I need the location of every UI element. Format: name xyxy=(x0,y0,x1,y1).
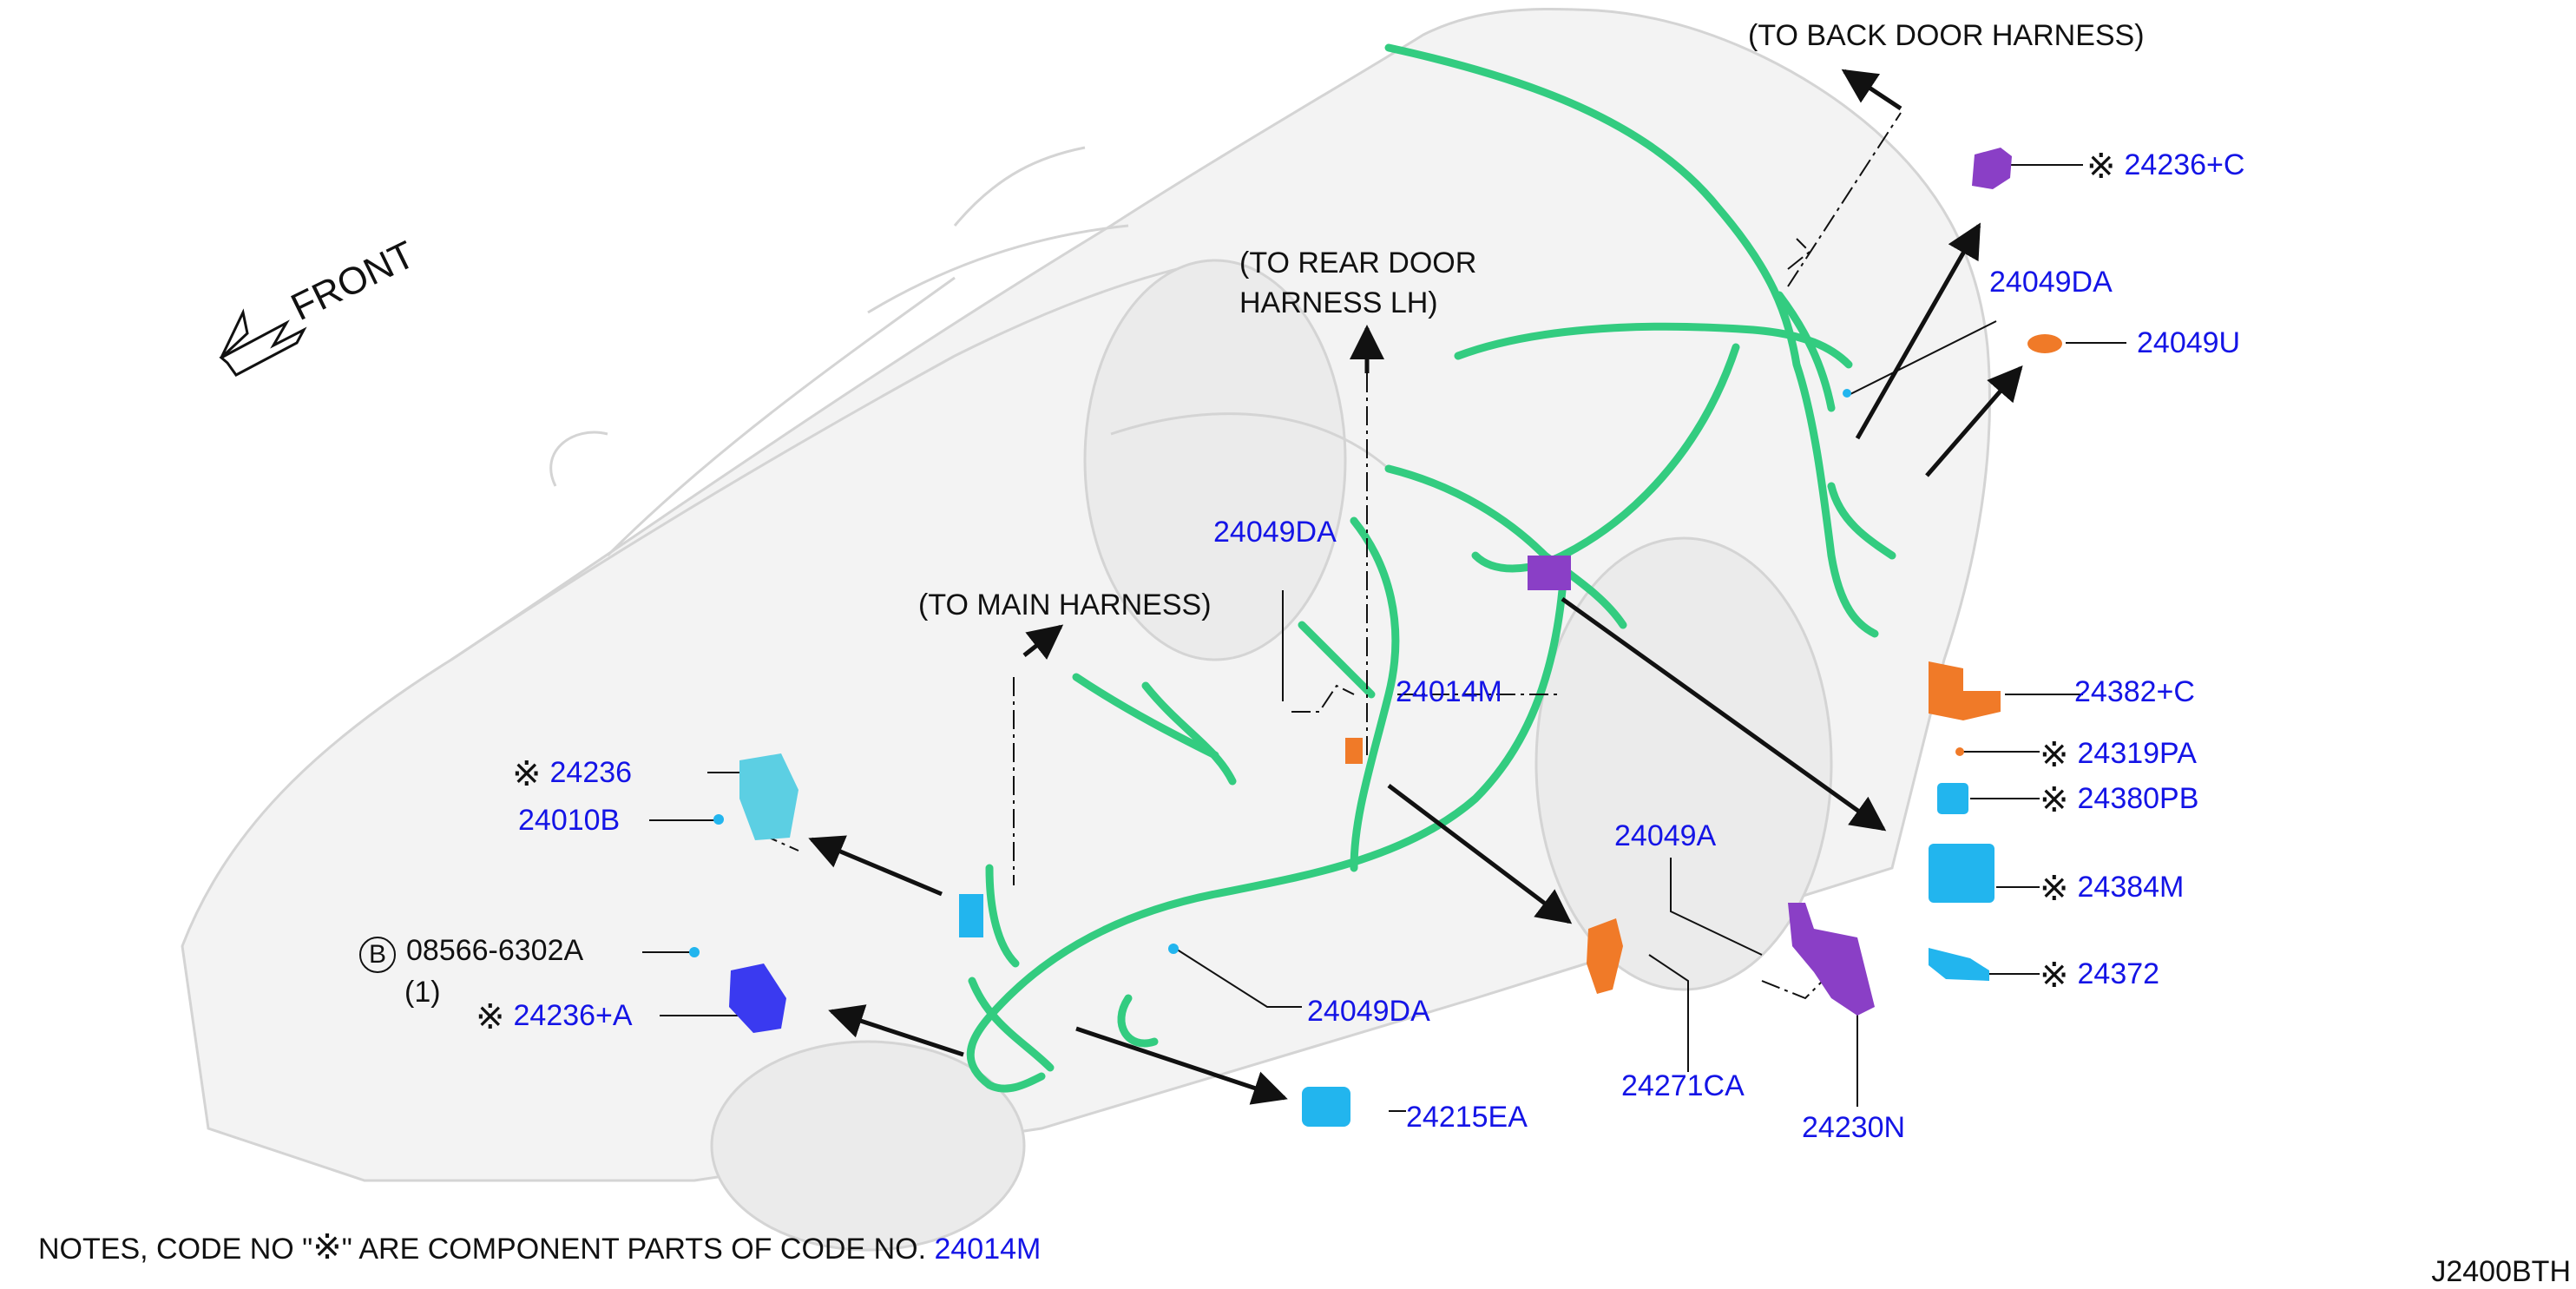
arrow-24236-c xyxy=(1855,222,1981,440)
arrow-24215ea xyxy=(1075,1026,1288,1105)
part-24271ca-shape xyxy=(1587,918,1623,994)
arrow-24049u xyxy=(1925,365,2023,477)
front-label: FRONT xyxy=(285,233,422,329)
label-24049da-mid: 24049DA xyxy=(1213,516,1337,549)
part-24049da-low-shape xyxy=(1168,944,1179,954)
part-24049u-shape xyxy=(2027,334,2062,353)
to-rear-door-note-line2: HARNESS LH) xyxy=(1239,286,1438,319)
arrow-right-group xyxy=(1561,596,1887,832)
label-24010b: 24010B xyxy=(518,804,621,837)
asterisk-mark: ※ xyxy=(2040,736,2069,774)
part-24049da-top-shape xyxy=(1843,389,1851,398)
label-24014m: 24014M xyxy=(1396,675,1502,708)
label-24384m: ※24384M xyxy=(2040,870,2185,908)
label-24271ca: 24271CA xyxy=(1621,1069,1745,1102)
asterisk-mark: ※ xyxy=(476,998,505,1036)
label-24049u: 24049U xyxy=(2137,326,2241,359)
to-back-door-note: (TO BACK DOOR HARNESS) xyxy=(1748,19,2145,52)
part-24230n-shape xyxy=(1788,903,1875,1016)
arrow-24236-left xyxy=(808,835,943,897)
diagram-id: J2400BTH xyxy=(2431,1255,2571,1288)
connector-cluster-left xyxy=(959,894,983,937)
vehicle-outline xyxy=(181,7,1992,1252)
label-24049da-low: 24049DA xyxy=(1307,995,1430,1028)
label-24380pb: ※24380PB xyxy=(2040,781,2199,819)
part-24372-shape xyxy=(1929,948,1989,981)
arrow-to-back-door xyxy=(1841,69,1902,111)
label-24049da-top: 24049DA xyxy=(1989,266,2113,299)
arrow-to-main-harness xyxy=(1022,624,1064,660)
label-24236-a: ※24236+A xyxy=(476,998,633,1036)
to-rear-door-note-line1: (TO REAR DOOR xyxy=(1239,247,1477,280)
part-24380pb-shape xyxy=(1937,783,1968,814)
part-24382c-shape xyxy=(1929,661,2001,720)
label-24215ea: 24215EA xyxy=(1406,1101,1528,1134)
relay-block-shape xyxy=(1528,556,1571,590)
part-24010b-shape xyxy=(713,814,724,825)
note-code: 24014M xyxy=(934,1233,1042,1266)
footer-note: NOTES, CODE NO "※" ARE COMPONENT PARTS O… xyxy=(38,1228,1042,1266)
part-24319pa-shape xyxy=(1955,747,1964,756)
label-24236: ※24236 xyxy=(512,755,633,793)
harness-routing xyxy=(966,43,1896,1093)
front-arrow-icon xyxy=(219,308,307,377)
arrow-24236a-left xyxy=(828,1004,964,1057)
label-bolt-qty: (1) xyxy=(404,976,441,1009)
bolt-shape xyxy=(689,947,700,957)
label-24230n: 24230N xyxy=(1802,1111,1906,1144)
label-24382-c: 24382+C xyxy=(2074,675,2195,708)
asterisk-mark: ※ xyxy=(312,1228,342,1266)
asterisk-mark: ※ xyxy=(2040,957,2069,995)
asterisk-mark: ※ xyxy=(512,755,542,793)
label-24236-c: ※24236+C xyxy=(2086,148,2245,186)
asterisk-mark: ※ xyxy=(2086,148,2116,186)
part-24236a-shape xyxy=(729,963,786,1033)
arrow-24271ca xyxy=(1387,784,1573,924)
asterisk-mark: ※ xyxy=(2040,781,2069,819)
connector-mid-orange xyxy=(1345,738,1363,764)
leader-lines xyxy=(642,164,2126,1112)
circle-b-icon: B xyxy=(359,937,396,973)
part-24384m-shape xyxy=(1929,844,1994,903)
part-24215ea-shape xyxy=(1302,1087,1350,1127)
components xyxy=(689,148,2062,1127)
direction-arrows xyxy=(808,69,2023,1105)
label-24049a: 24049A xyxy=(1614,819,1717,852)
part-24236-shape xyxy=(739,753,798,840)
label-24319pa: ※24319PA xyxy=(2040,736,2197,774)
part-24236c-shape xyxy=(1972,148,2012,189)
asterisk-mark: ※ xyxy=(2040,870,2069,908)
label-24372: ※24372 xyxy=(2040,957,2160,995)
to-main-harness-note: (TO MAIN HARNESS) xyxy=(918,589,1212,621)
